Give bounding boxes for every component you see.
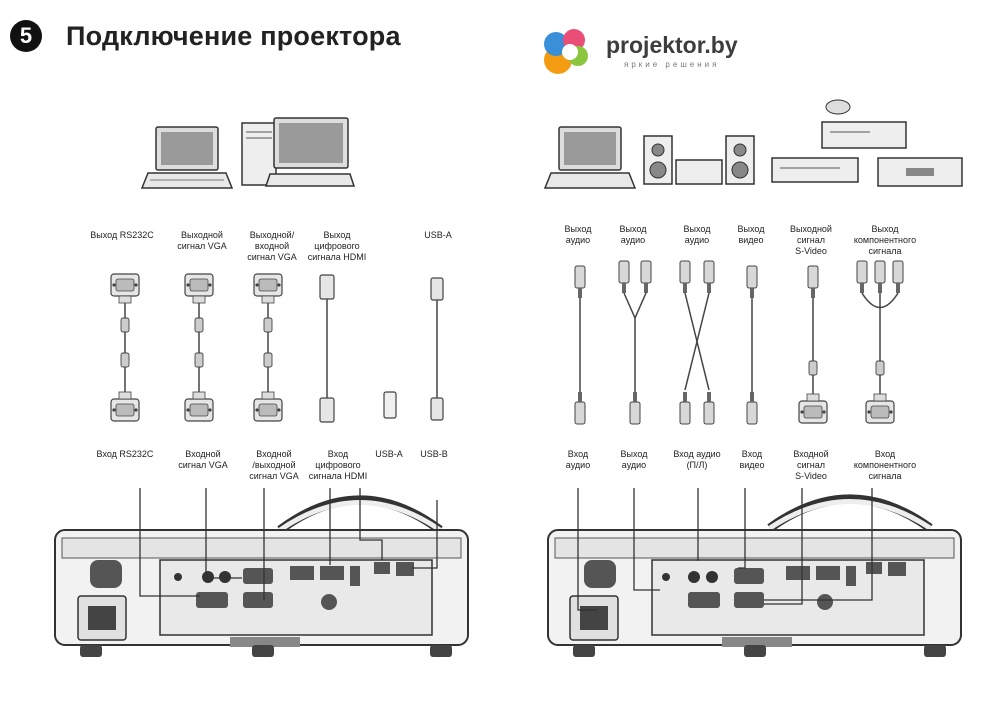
vga-out-cable (184, 273, 214, 422)
projector-right (547, 494, 962, 657)
label-svideo-out: Выходной сигнал S-Video (790, 224, 832, 256)
vga-inout-cable (253, 273, 283, 422)
usb-cable (430, 277, 444, 421)
label-usb-a-in: USB-A (375, 449, 403, 459)
hdmi-cable (319, 274, 335, 423)
label-video-out: Выход видео (737, 224, 765, 245)
audio-mini-jack-cable (574, 265, 586, 425)
label-audio-in-2: Выход аудио (620, 449, 648, 470)
dvd-player-icon (821, 99, 907, 149)
page-title: Подключение проектора (66, 20, 401, 51)
label-svideo-in: Входной сигнал S-Video (793, 449, 829, 481)
projektor-logo: projektor.by яркие решения (532, 20, 792, 80)
rca-stereo-cable (679, 260, 715, 425)
label-hdmi-in: Вход цифрового сигнала HDMI (308, 449, 368, 481)
composite-video-cable (746, 265, 758, 425)
label-rs232c-in: Вход RS232C (96, 449, 154, 459)
label-video-in: Вход видео (739, 449, 765, 470)
component-cable (856, 260, 904, 424)
header: 5 Подключение проектора (10, 16, 401, 56)
rs232c-cable (110, 273, 140, 422)
label-vga-inout: Выходной/ входной сигнал VGA (247, 230, 297, 262)
laptop-icon (140, 126, 234, 189)
label-component-out: Выход компонентного сигнала (853, 224, 917, 256)
label-hdmi-out: Выход цифрового сигнала HDMI (307, 230, 367, 262)
logo-mark-icon (544, 29, 588, 74)
label-vga-inout-in: Входной /выходной сигнал VGA (249, 449, 299, 481)
step-number-badge: 5 (10, 20, 42, 52)
right-connection-lines (577, 488, 873, 611)
label-vga-in: Входной сигнал VGA (178, 449, 228, 470)
label-audio-in-1: Вход аудио (565, 449, 591, 470)
usb-stick-icon (383, 391, 397, 419)
label-audio-out-3: Выход аудио (683, 224, 711, 245)
label-usb-b-in: USB-B (420, 449, 448, 459)
receiver-icon (877, 157, 963, 187)
logo-tagline: яркие решения (624, 60, 720, 69)
desktop-computer-icon (241, 117, 356, 187)
laptop-icon-right (543, 126, 637, 189)
label-audio-out-1: Выход аудио (564, 224, 592, 245)
svideo-cable (798, 265, 828, 424)
label-usb-a-out: USB-A (424, 230, 452, 240)
stereo-system-icon (643, 135, 755, 185)
label-rs232c-out: Выход RS232C (90, 230, 154, 240)
rca-to-minijack-cable (618, 260, 652, 425)
logo-name: projektor.by (606, 32, 738, 58)
left-connection-lines (139, 488, 438, 600)
label-vga-out: Выходной сигнал VGA (177, 230, 227, 251)
video-recorder-icon (771, 157, 859, 183)
label-audio-out-2: Выход аудио (619, 224, 647, 245)
label-audio-lr-in: Вход аудио (П/Л) (673, 449, 721, 470)
projector-left (54, 495, 469, 657)
label-component-in: Вход компонентного сигнала (853, 449, 917, 481)
